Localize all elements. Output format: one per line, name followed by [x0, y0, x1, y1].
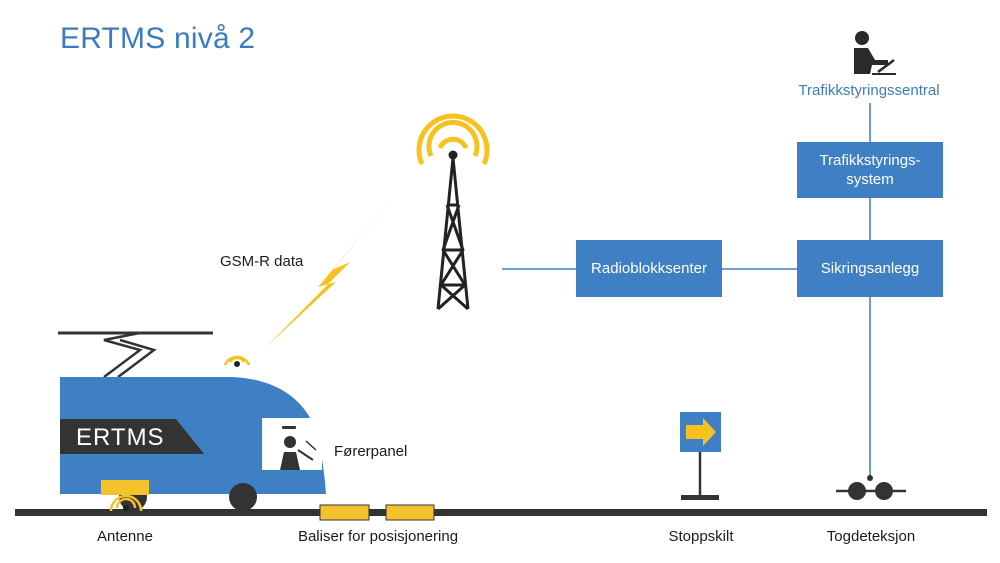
page-title: ERTMS nivå 2: [60, 22, 256, 55]
interlocking-label: Sikringsanlegg: [820, 260, 920, 277]
signal-wave-icon: [416, 113, 490, 166]
traffic-control-system-line2: system: [846, 171, 894, 188]
antenna-label: Antenne: [97, 528, 153, 545]
antenna-signal: [109, 494, 143, 512]
rail-track: [15, 509, 987, 516]
balise: [385, 504, 435, 521]
ertms-banner: [60, 419, 204, 454]
traffic-control-system-line1: Trafikkstyrings-: [819, 152, 921, 169]
stop-sign-arrow-icon: [680, 412, 721, 500]
radio-block-center-label: Radioblokksenter: [591, 260, 707, 277]
axle-detector-icon: [836, 475, 906, 500]
train-ertms-label: ERTMS: [76, 424, 165, 451]
antenna-reader: [101, 480, 149, 495]
operator-icon: [854, 31, 896, 75]
balises-label: Baliser for posisjonering: [297, 528, 459, 545]
gsm-r-label: GSM-R data: [220, 253, 304, 270]
interlocking-box: Sikringsanlegg: [797, 240, 943, 297]
train-body: [60, 377, 326, 494]
train-detection-label: Togdeteksjon: [826, 528, 916, 545]
radio-block-center-box: Radioblokksenter: [576, 240, 722, 297]
mast-icon: [416, 113, 490, 311]
pantograph: [103, 331, 143, 378]
train-wheel: [229, 483, 257, 511]
driver-panel-label: Førerpanel: [334, 443, 408, 460]
stop-sign-label: Stoppskilt: [668, 528, 734, 545]
train: [58, 331, 326, 512]
balise: [319, 504, 370, 521]
driver-icon: [280, 426, 317, 470]
roof-antenna: [223, 355, 251, 366]
control-center-label: Trafikkstyringssentral: [798, 82, 940, 99]
traffic-control-system-box: Trafikkstyrings- system: [797, 142, 943, 198]
